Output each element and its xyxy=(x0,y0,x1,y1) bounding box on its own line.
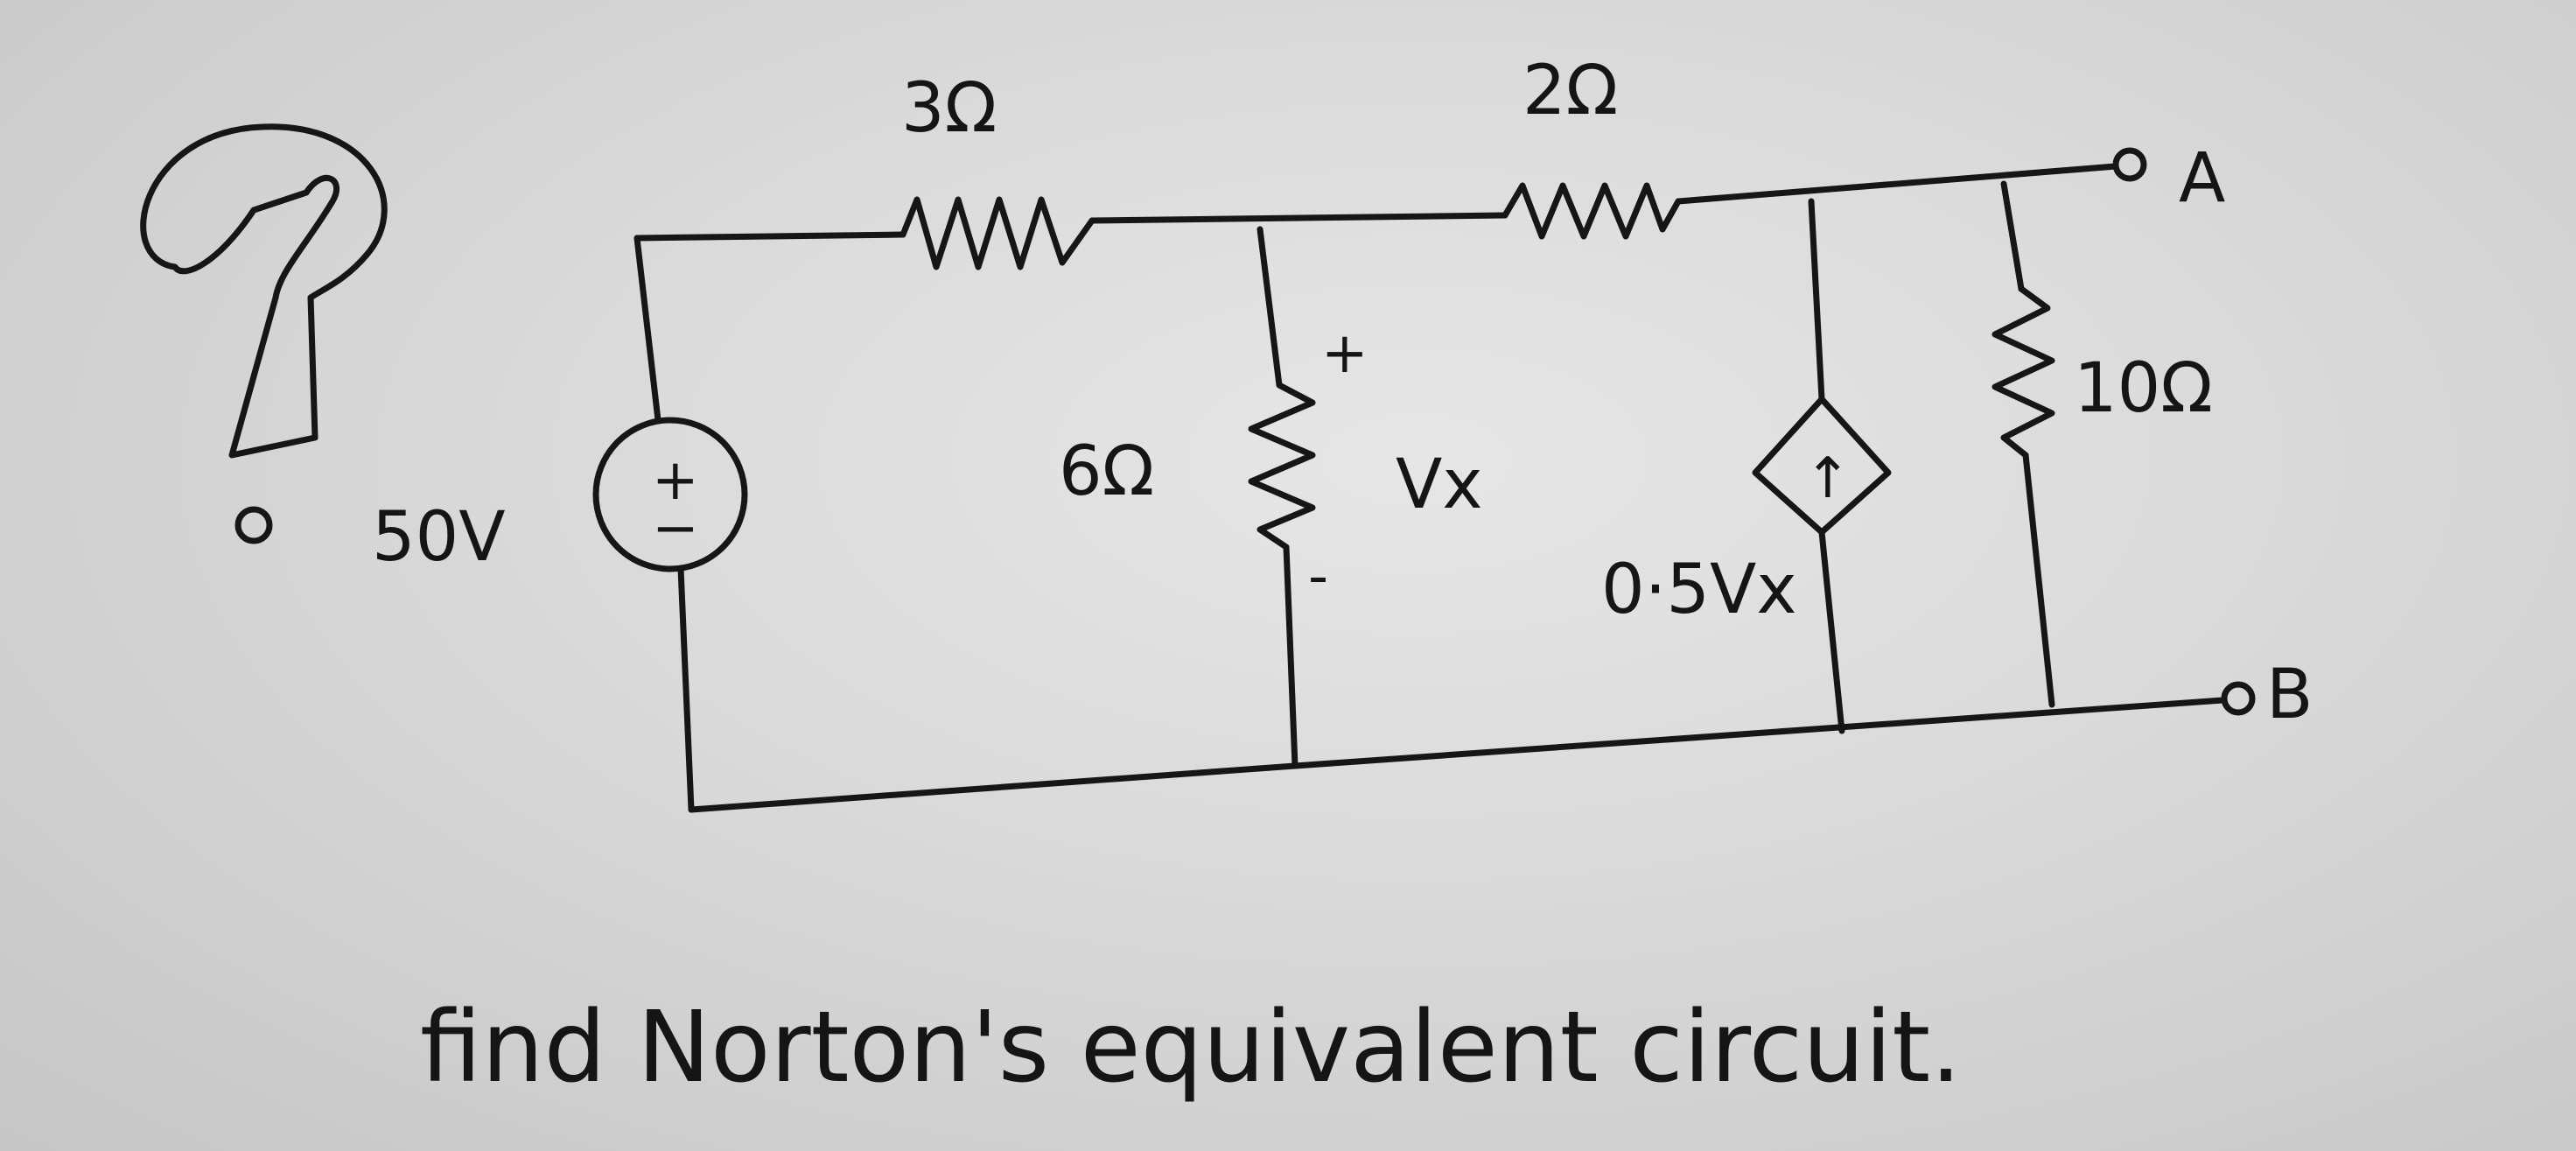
vx-minus-sign: - xyxy=(1308,544,1328,609)
vx-plus-sign: + xyxy=(1321,321,1368,386)
wire-bottom-right xyxy=(1292,697,2226,769)
wire-top-left xyxy=(634,231,906,242)
wire-6ohm-top xyxy=(1256,226,1283,389)
label-terminal-b: B xyxy=(2266,656,2314,734)
wire-6ohm-bottom xyxy=(1283,544,1298,769)
wire-dep-top xyxy=(1808,198,1825,403)
wire-10ohm-top xyxy=(2000,180,2025,292)
wire-left-upper xyxy=(634,235,662,424)
label-6-ohm: 6Ω xyxy=(1059,432,1154,511)
label-3-ohm: 3Ω xyxy=(901,69,997,148)
resistor-10-ohm xyxy=(1992,285,2055,459)
source-plus-sign: + xyxy=(652,448,699,513)
resistor-2-ohm xyxy=(1502,182,1682,240)
wire-top-middle xyxy=(1088,212,1508,224)
label-vx: Vx xyxy=(1396,446,1483,524)
resistor-3-ohm xyxy=(900,196,1096,270)
wire-10ohm-bottom xyxy=(2022,452,2055,708)
terminal-a-node xyxy=(2112,147,2147,182)
question-mark-doodle xyxy=(140,123,388,544)
wire-dep-bottom xyxy=(1818,529,1845,734)
label-50v: 50V xyxy=(372,498,506,577)
label-terminal-a: A xyxy=(2179,139,2225,218)
wire-bottom-left xyxy=(688,762,1298,813)
terminal-b-node xyxy=(2221,681,2256,716)
label-10-ohm: 10Ω xyxy=(2074,349,2213,428)
resistor-6-ohm xyxy=(1248,382,1316,551)
wire-left-lower xyxy=(677,565,695,813)
arrow-up-icon: ↑ xyxy=(1804,446,1852,511)
question-dot xyxy=(234,506,273,544)
label-dependent-source: 0·5Vx xyxy=(1601,551,1797,629)
source-minus-sign: − xyxy=(652,496,699,561)
voltage-source-50v xyxy=(592,417,748,572)
label-2-ohm: 2Ω xyxy=(1522,52,1618,130)
wire-top-right xyxy=(1675,163,2119,205)
caption-instruction: find Norton's equivalent circuit. xyxy=(420,991,1962,1105)
